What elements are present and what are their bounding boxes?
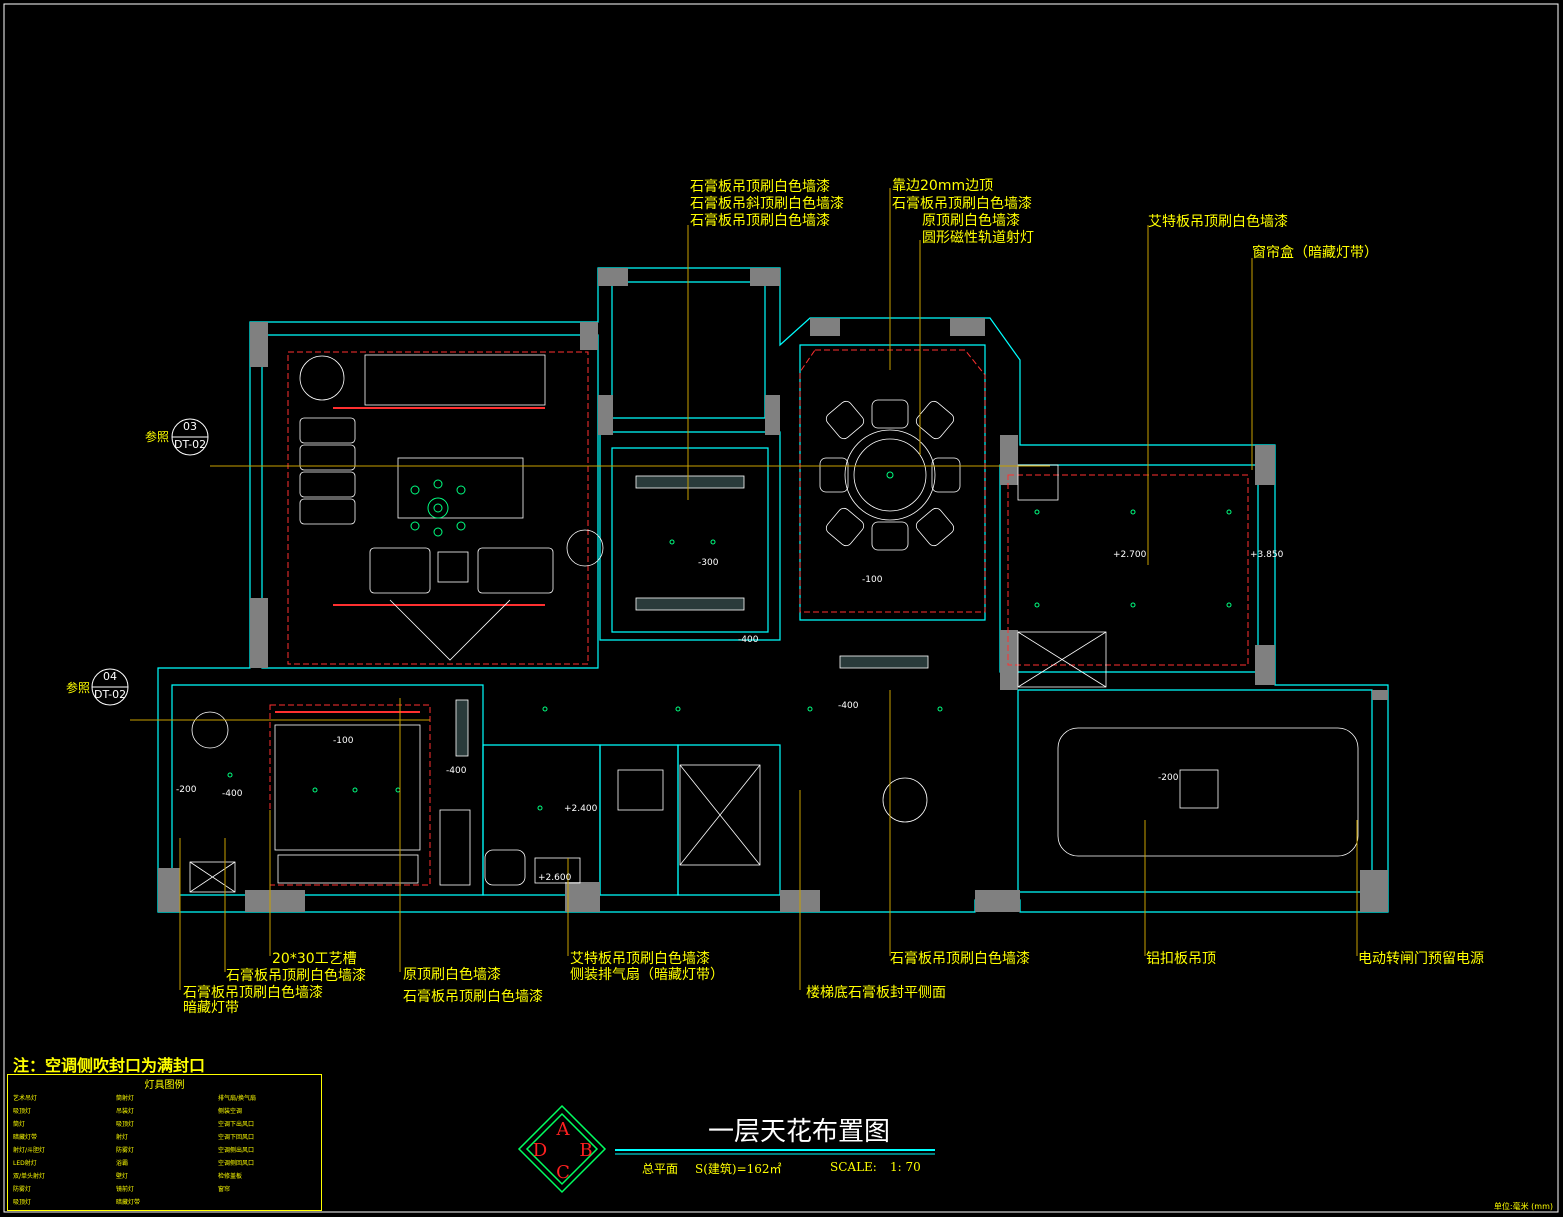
ceiling-lines xyxy=(269,349,1249,886)
legend-item: 浴霸 xyxy=(116,1160,129,1167)
subtitle-area: S(建筑)=162㎡ xyxy=(695,1162,782,1176)
unit-label: 单位:毫米 (mm) xyxy=(1493,1202,1553,1211)
level-mark: -200 xyxy=(1158,773,1179,783)
logo-letter-d: D xyxy=(533,1140,547,1161)
legend-item: 吸顶灯 xyxy=(116,1121,135,1128)
level-mark: +2.700 xyxy=(1113,550,1147,560)
leader-lines xyxy=(179,188,1358,990)
ref-sheet-04: DT-02 xyxy=(94,688,127,701)
furniture xyxy=(189,354,1359,893)
level-mark: +2.400 xyxy=(564,804,598,814)
lighting-legend: 灯具图例 艺术吊灯筒射灯排气扇/换气扇吸顶灯吊装灯侧装空调筒灯吸顶灯空调下出风口… xyxy=(7,1074,322,1211)
annotation-top-2a: 靠边20mm边顶 xyxy=(892,178,994,194)
annotation-gypsum-a: 石膏板吊顶刷白色墙漆 xyxy=(226,968,366,984)
legend-item: 吊装灯 xyxy=(116,1108,135,1115)
legend-item: 镜前灯 xyxy=(116,1186,135,1193)
annotation-power: 电动转闸门预留电源 xyxy=(1358,951,1484,967)
ref-number-03: 03 xyxy=(183,420,197,433)
legend-title: 灯具图例 xyxy=(144,1080,185,1091)
legend-item: 筒灯 xyxy=(13,1121,26,1128)
legend-item: 吸顶灯 xyxy=(13,1108,32,1115)
scale-value: 1: 70 xyxy=(890,1160,921,1174)
legend-item: 双/单头射灯 xyxy=(13,1173,46,1180)
legend-item: 窗帘 xyxy=(218,1186,231,1193)
lights xyxy=(227,471,1232,811)
level-mark: -400 xyxy=(838,701,859,711)
columns xyxy=(158,268,1388,912)
level-mark: -400 xyxy=(446,766,467,776)
annotation-gypsum-d: 石膏板吊顶刷白色墙漆 xyxy=(890,951,1030,967)
annotation-top-1b: 石膏板吊斜顶刷白色墙漆 xyxy=(690,196,844,212)
level-mark: -400 xyxy=(738,635,759,645)
logo-diamond xyxy=(517,1104,607,1194)
legend-item: 防雾灯 xyxy=(116,1147,135,1154)
annotation-top-1c: 石膏板吊顶刷白色墙漆 xyxy=(690,213,830,229)
legend-item: 检修盖板 xyxy=(218,1173,243,1180)
legend-item: 射灯 xyxy=(116,1134,129,1141)
legend-item: 射灯/斗胆灯 xyxy=(13,1147,46,1154)
level-mark: +2.600 xyxy=(538,873,572,883)
legend-item: 空调下出风口 xyxy=(218,1121,255,1128)
level-mark: -400 xyxy=(222,789,243,799)
level-mark: -200 xyxy=(176,785,197,795)
level-mark: -300 xyxy=(698,558,719,568)
drawing-title: 一层天花布置图 xyxy=(708,1117,891,1147)
annotation-craft-slot: 20*30工艺槽 xyxy=(272,951,357,967)
legend-item: 排气扇/换气扇 xyxy=(218,1095,257,1102)
logo-letters: A B C D xyxy=(533,1119,593,1183)
annotation-original-ceiling: 原顶刷白色墙漆 xyxy=(403,967,501,983)
legend-item: 暗藏灯带 xyxy=(13,1134,38,1141)
legend-item: 吸顶灯 xyxy=(13,1199,32,1206)
annotation-top-1a: 石膏板吊顶刷白色墙漆 xyxy=(690,179,830,195)
ceiling-solid xyxy=(275,407,545,713)
legend-item: 空调下回风口 xyxy=(218,1134,255,1141)
annotation-stair-bottom: 楼梯底石膏板封平侧面 xyxy=(806,985,946,1001)
annotation-gypsum-b: 石膏板吊顶刷白色墙漆 xyxy=(183,985,323,1001)
section-lines xyxy=(91,418,1050,721)
legend-item: 筒射灯 xyxy=(116,1095,135,1102)
subtitle-plan: 总平面 xyxy=(642,1162,679,1176)
ref-number-04: 04 xyxy=(103,670,117,683)
ref-label-04: 参照 xyxy=(66,681,91,695)
annotation-aite-ceiling: 艾特板吊顶刷白色墙漆 xyxy=(570,951,710,967)
lamp-troughs xyxy=(455,475,929,757)
level-mark: -100 xyxy=(862,575,883,585)
legend-item: 壁灯 xyxy=(116,1173,129,1180)
legend-item: 空调侧出风口 xyxy=(218,1147,255,1154)
annotation-side-fan: 侧装排气扇（暗藏灯带） xyxy=(570,967,724,983)
annotation-top-3: 艾特板吊顶刷白色墙漆 xyxy=(1148,214,1288,230)
ref-sheet-03: DT-02 xyxy=(174,438,207,451)
legend-item: LED射灯 xyxy=(13,1160,37,1167)
legend-item: 暗藏灯带 xyxy=(116,1199,141,1206)
annotation-top-2b: 石膏板吊顶刷白色墙漆 xyxy=(892,196,1032,212)
ref-label-03: 参照 xyxy=(145,430,170,444)
annotation-top-4: 窗帘盒（暗藏灯带） xyxy=(1252,245,1378,261)
annotation-top-2d: 圆形磁性轨道射灯 xyxy=(922,230,1034,246)
legend-item: 艺术吊灯 xyxy=(13,1095,38,1102)
level-mark: +3.850 xyxy=(1250,550,1284,560)
legend-item: 防雾灯 xyxy=(13,1186,32,1193)
annotation-top-2c: 原顶刷白色墙漆 xyxy=(922,213,1020,229)
annotation-aluminum: 铝扣板吊顶 xyxy=(1146,951,1216,967)
logo-letter-c: C xyxy=(556,1162,570,1183)
level-mark: -100 xyxy=(333,736,354,746)
walls xyxy=(157,267,1389,913)
annotation-hidden-strip: 暗藏灯带 xyxy=(183,1000,239,1016)
logo-letter-a: A xyxy=(556,1119,571,1140)
legend-item: 空调侧回风口 xyxy=(218,1160,255,1167)
ac-note: 注：空调侧吹封口为满封口 xyxy=(13,1056,206,1075)
drawing-frame xyxy=(3,3,1559,1213)
logo-letter-b: B xyxy=(579,1140,592,1161)
annotation-gypsum-c: 石膏板吊顶刷白色墙漆 xyxy=(403,989,543,1005)
scale-label: SCALE: xyxy=(830,1160,877,1174)
legend-item: 侧装空调 xyxy=(218,1108,243,1115)
